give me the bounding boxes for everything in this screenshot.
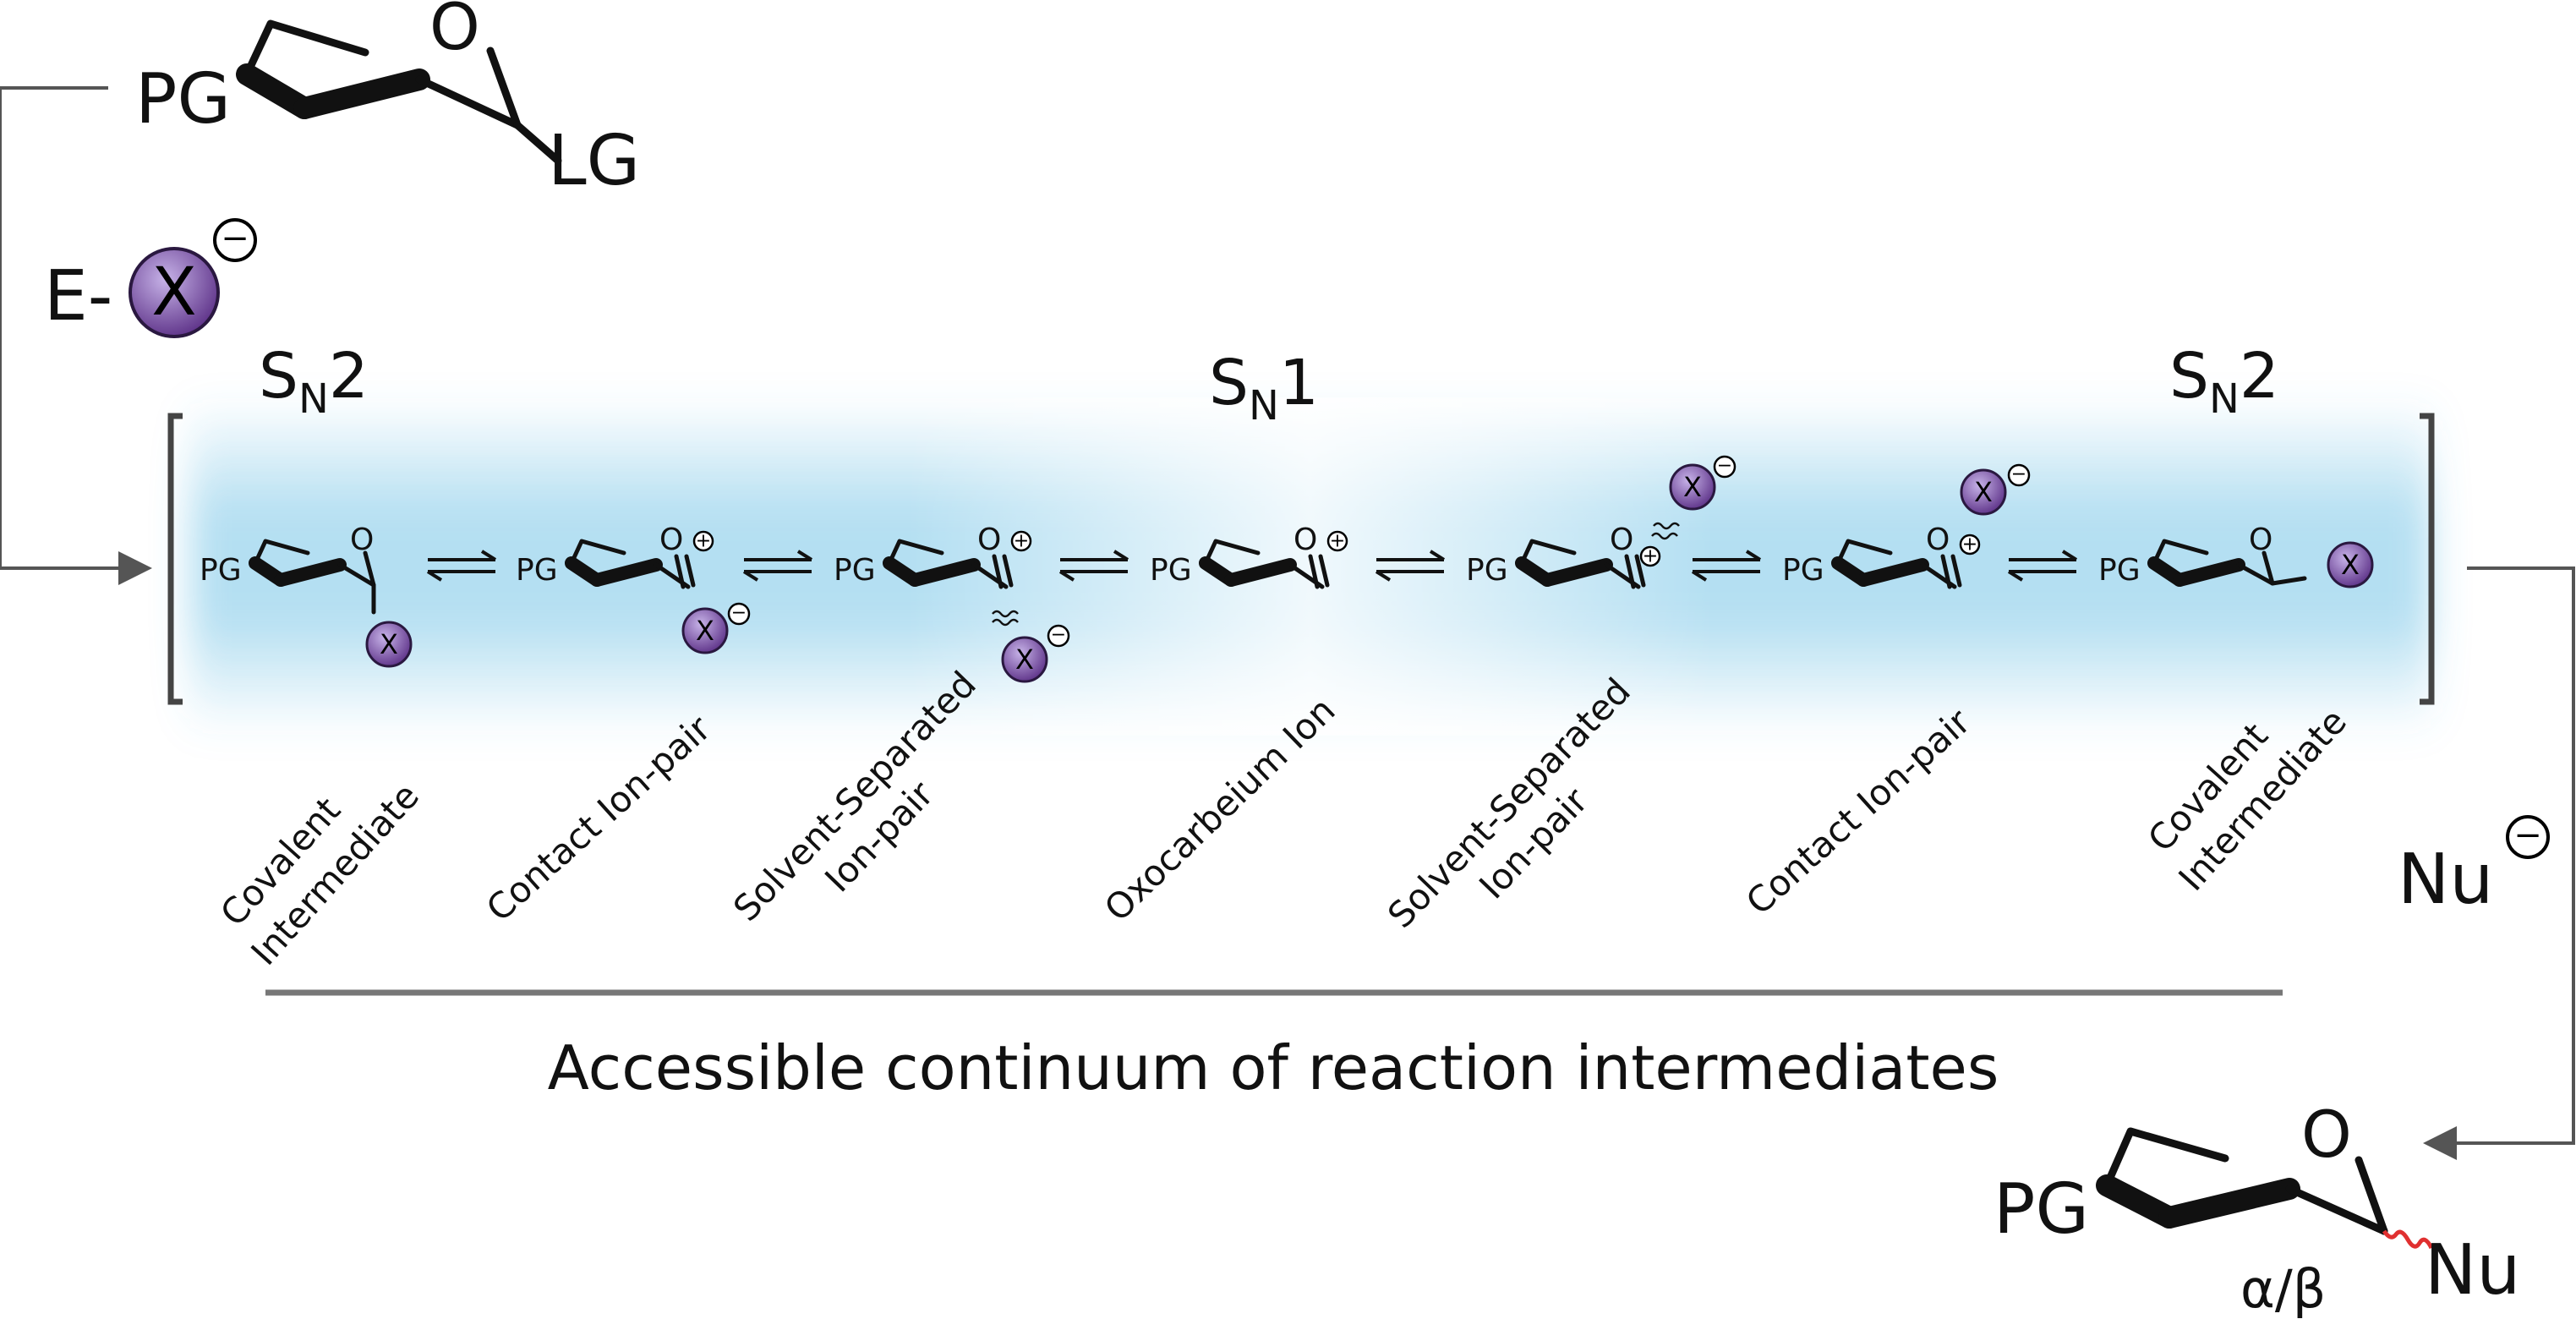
svg-text:X: X (1015, 643, 1034, 676)
reagent-charge: − (221, 219, 249, 258)
svg-text:X: X (1683, 471, 1702, 503)
svg-text:−: − (1051, 625, 1066, 646)
equilibrium-arrow-4 (1375, 550, 1446, 582)
bracket-right (2420, 413, 2435, 705)
continuum-band (190, 397, 2431, 736)
svg-text:+: + (1962, 534, 1977, 556)
svg-text:+: + (1330, 531, 1345, 552)
product-molecule: PG O Nu α/β (1994, 1097, 2520, 1319)
intermediate-1-label: Covalent Intermediate (212, 775, 427, 973)
reagent-ion-sphere (129, 247, 220, 338)
svg-text:O: O (350, 523, 374, 557)
nucleophile-charge-circle (2506, 815, 2550, 859)
reagent-charge-circle (213, 218, 257, 262)
svg-text:PG: PG (516, 553, 558, 588)
svg-text:PG: PG (1150, 553, 1192, 588)
product-pg: PG (1994, 1169, 2089, 1250)
nucleophile-label: Nu (2398, 840, 2493, 920)
product-ring-o: O (2301, 1097, 2352, 1172)
svg-text:−: − (1717, 456, 1732, 477)
svg-text:−: − (731, 603, 747, 624)
flow-line-start (0, 86, 152, 585)
svg-text:X: X (1974, 476, 1993, 508)
svg-text:PG: PG (2098, 553, 2141, 588)
svg-text:+: + (1643, 546, 1658, 567)
intermediate-4: PG O + (1150, 523, 1348, 589)
svg-text:O: O (977, 523, 1001, 557)
product-stereo: α/β (2240, 1258, 2326, 1319)
svg-text:X: X (696, 615, 714, 647)
svg-text:PG: PG (1782, 553, 1824, 588)
svg-text:O: O (1293, 523, 1317, 557)
intermediate-3: PG O + X − (834, 523, 1070, 683)
bracket-left (167, 413, 183, 705)
mechanism-center: SN1 (1209, 347, 1319, 430)
equilibrium-arrow-5 (1691, 550, 1762, 582)
svg-text:O: O (1926, 523, 1950, 557)
mechanism-left: SN2 (259, 340, 369, 423)
svg-text:+: + (696, 531, 711, 552)
svg-text:PG: PG (834, 553, 876, 588)
svg-text:Contact Ion-pair: Contact Ion-pair (479, 707, 719, 929)
start-molecule: PG O LG (135, 0, 640, 201)
svg-text:−: − (2011, 464, 2026, 485)
reagent-prefix: E- (44, 256, 112, 337)
equilibrium-arrow-3 (1058, 550, 1129, 582)
svg-text:O: O (659, 523, 683, 557)
equilibrium-arrow-2 (742, 550, 813, 582)
svg-text:O: O (2249, 523, 2272, 557)
svg-text:O: O (1610, 523, 1633, 557)
reagent-ion-label: X (151, 254, 196, 331)
svg-text:PG: PG (200, 553, 242, 588)
equilibrium-arrow-1 (426, 550, 497, 582)
nucleophile: Nu − (2398, 815, 2550, 920)
reagent: E- X − (44, 218, 257, 338)
svg-text:X: X (380, 628, 398, 660)
intermediate-7: PG O X (2098, 523, 2374, 588)
start-lg: LG (548, 121, 640, 201)
start-pg: PG (135, 59, 231, 140)
svg-text:PG: PG (1466, 553, 1508, 588)
intermediate-2-label: Contact Ion-pair (479, 707, 719, 929)
mechanism-right: SN2 (2169, 340, 2279, 423)
start-ring-o: O (429, 0, 480, 64)
flow-line-end (2423, 566, 2575, 1160)
continuum-caption: Accessible continuum of reaction interme… (548, 1032, 1999, 1103)
svg-text:+: + (1014, 531, 1029, 552)
intermediate-5: PG O + X − (1466, 456, 1736, 589)
nucleophile-charge: − (2513, 816, 2542, 855)
intermediate-6: PG O + X − (1782, 464, 2031, 589)
intermediate-2: PG O + X − (516, 523, 751, 654)
intermediate-1: PG O X (200, 523, 413, 668)
equilibrium-arrow-6 (2007, 550, 2078, 582)
svg-text:X: X (2341, 549, 2360, 581)
product-nu: Nu (2425, 1230, 2520, 1311)
product-wavy-bond (2382, 1229, 2434, 1250)
